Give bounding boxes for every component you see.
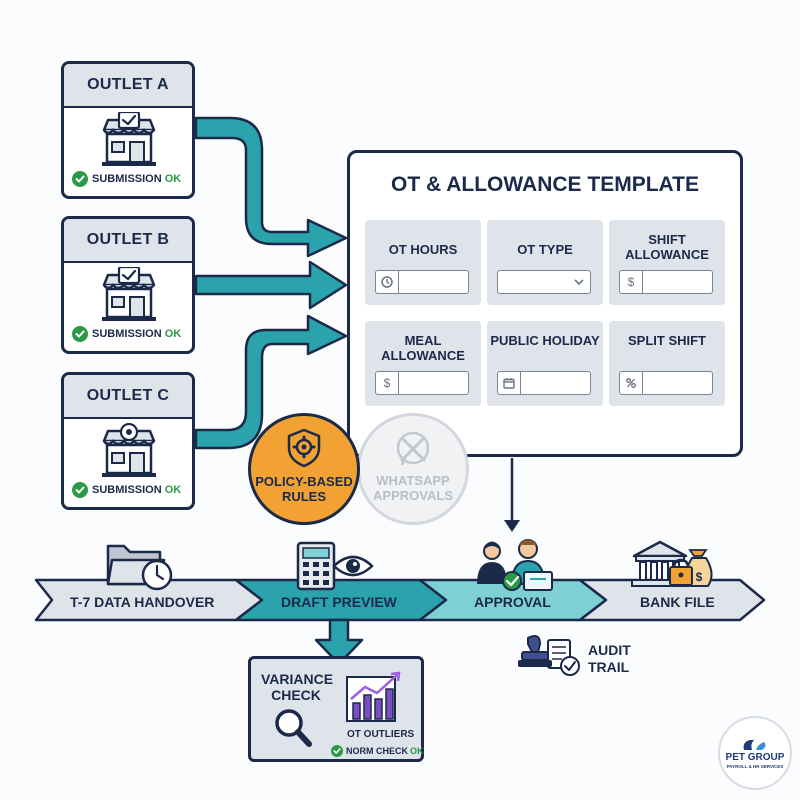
outlet-b-card: OUTLET B SUBMISSION OK <box>61 216 195 354</box>
public-holiday-input[interactable] <box>497 371 591 395</box>
field-label: SPLIT SHIFT <box>628 333 706 348</box>
whatsapp-approvals-badge: WHATSAPP APPROVALS <box>357 413 469 525</box>
template-title: OT & ALLOWANCE TEMPLATE <box>391 173 699 196</box>
field-shift-allowance: SHIFT ALLOWANCE $ <box>609 220 725 305</box>
shield-gear-icon <box>287 428 321 468</box>
outlet-a-connector-arrow <box>194 116 348 258</box>
outlet-b-status-text: SUBMISSION <box>92 328 162 340</box>
logo-name: PET GROUP <box>725 751 785 763</box>
preview-to-variance-arrow <box>314 618 364 666</box>
svg-text:$: $ <box>696 570 703 584</box>
check-circle-icon <box>331 745 343 757</box>
magnifier-icon <box>275 709 312 747</box>
audit-trail-text: AUDIT TRAIL <box>588 642 631 675</box>
stage-label-bank-file: BANK FILE <box>640 594 715 610</box>
outlet-a-status-text: SUBMISSION <box>92 173 162 185</box>
chevron-down-icon <box>574 279 584 285</box>
field-ot-type: OT TYPE <box>487 220 603 305</box>
meal-allowance-input[interactable]: $ <box>375 371 469 395</box>
field-label: PUBLIC HOLIDAY <box>490 333 600 348</box>
policy-based-rules-badge: POLICY-BASED RULES <box>248 413 360 525</box>
calculator-eye-icon <box>296 541 374 591</box>
outlet-a-card: OUTLET A SUBMISSION OK <box>61 61 195 199</box>
outlet-c-connector-arrow <box>194 314 348 450</box>
whatsapp-approvals-label: WHATSAPP APPROVALS <box>373 473 453 503</box>
outlet-b-status: SUBMISSION OK <box>72 326 181 342</box>
field-label: MEAL ALLOWANCE <box>381 333 465 363</box>
stage-label-approval: APPROVAL <box>474 594 551 610</box>
dollar-icon: $ <box>376 372 399 394</box>
clock-icon <box>376 271 399 293</box>
percent-icon <box>620 372 643 394</box>
field-ot-hours: OT HOURS <box>365 220 481 305</box>
outlet-c-status-ok: OK <box>164 484 182 496</box>
logo-subtitle: PAYROLL & HR SERVICES <box>726 763 784 769</box>
policy-based-rules-label: POLICY-BASED RULES <box>255 474 353 504</box>
outlet-c-status: SUBMISSION OK <box>72 482 181 498</box>
outlet-b-title: OUTLET B <box>64 219 192 263</box>
stage-label-preview: DRAFT PREVIEW <box>281 594 397 610</box>
audit-stamp-icon <box>518 635 580 676</box>
outlet-c-title: OUTLET C <box>64 375 192 419</box>
field-public-holiday: PUBLIC HOLIDAY <box>487 321 603 406</box>
norm-check-ok: OK <box>410 746 424 756</box>
outlet-b-status-ok: OK <box>164 328 182 340</box>
split-shift-input[interactable] <box>619 371 713 395</box>
template-to-approval-arrow <box>504 458 520 532</box>
storefront-check-icon <box>102 267 156 321</box>
whatsapp-crossed-icon <box>396 431 430 466</box>
ot-outliers-label: OT OUTLIERS <box>347 729 415 740</box>
outlet-a-status-ok: OK <box>164 173 182 185</box>
field-label: SHIFT ALLOWANCE <box>625 232 709 262</box>
stage-arrow-bank-file <box>578 578 766 622</box>
check-circle-icon <box>72 171 88 187</box>
ot-hours-input[interactable] <box>375 270 469 294</box>
field-label: OT TYPE <box>517 242 573 257</box>
check-circle-icon <box>72 482 88 498</box>
stage-label-handover: T-7 DATA HANDOVER <box>70 594 215 610</box>
shift-allowance-input[interactable]: $ <box>619 270 713 294</box>
bank-lock-icon: $ <box>631 540 713 587</box>
pet-group-logo: PET GROUP PAYROLL & HR SERVICES <box>718 716 792 790</box>
dollar-icon: $ <box>620 271 643 293</box>
calendar-icon <box>498 372 521 394</box>
norm-check-text: NORM CHECK <box>346 746 408 756</box>
variance-check-card: VARIANCE CHECK OT OUTLIERS NORM CHECK OK <box>248 656 424 762</box>
field-split-shift: SPLIT SHIFT <box>609 321 725 406</box>
audit-trail-label: AUDIT TRAIL <box>588 642 634 676</box>
outlet-b-connector-arrow <box>194 260 348 310</box>
variance-check-title: VARIANCE CHECK <box>261 671 334 703</box>
norm-check-status: NORM CHECK OK <box>331 745 424 757</box>
bar-trend-icon <box>346 671 401 722</box>
ot-type-select[interactable] <box>497 270 591 294</box>
field-label: OT HOURS <box>388 242 458 257</box>
check-circle-icon <box>72 326 88 342</box>
outlet-c-card: OUTLET C SUBMISSION OK <box>61 372 195 510</box>
storefront-badge-icon <box>102 423 156 477</box>
outlet-a-title: OUTLET A <box>64 64 192 108</box>
field-meal-allowance: MEAL ALLOWANCE $ <box>365 321 481 406</box>
outlet-c-status-text: SUBMISSION <box>92 484 162 496</box>
pet-group-mark-icon <box>743 739 766 750</box>
ot-allowance-template-panel: OT & ALLOWANCE TEMPLATE OT HOURS OT TYPE… <box>347 150 743 457</box>
outlet-a-status: SUBMISSION OK <box>72 171 181 187</box>
approvers-icon <box>477 539 553 591</box>
storefront-check-icon <box>102 112 156 166</box>
folder-clock-icon <box>106 544 173 591</box>
